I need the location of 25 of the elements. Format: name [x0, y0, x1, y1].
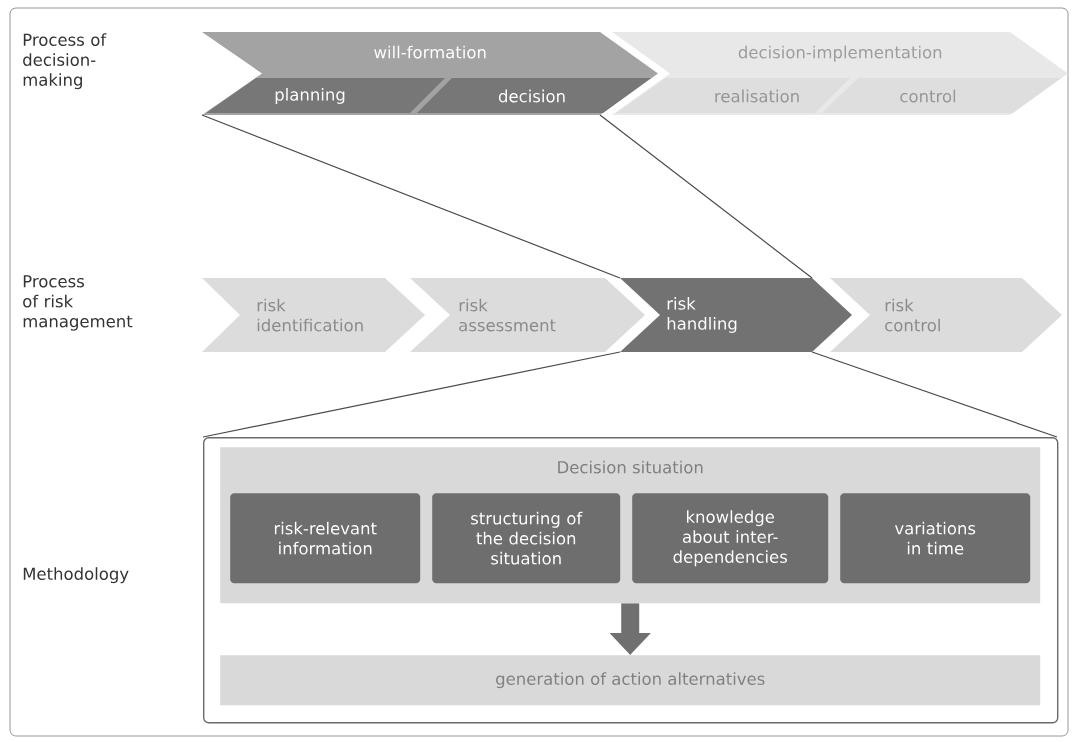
connector-line — [202, 351, 621, 438]
process-box: risk-relevant information — [230, 493, 421, 584]
process-stage: risk assessment — [410, 278, 645, 352]
node-label: realisation — [715, 89, 799, 103]
process-step: realisation — [616, 78, 850, 113]
connector-line — [201, 114, 621, 279]
node-label: planning — [275, 88, 345, 104]
outline-box — [203, 437, 1059, 724]
process-step: control — [822, 78, 1061, 113]
row-label: Process of decision-making — [23, 33, 107, 90]
process-box: structuring of the decision situation — [432, 493, 621, 584]
row-label: Process of risk management — [23, 275, 133, 331]
process-stage: risk identification — [202, 278, 425, 352]
node-label: control — [900, 89, 956, 103]
process-stage: risk control — [830, 278, 1062, 352]
process-stage: risk handling — [620, 278, 852, 352]
process-box: variations in time — [840, 493, 1031, 584]
process-step: planning — [206, 78, 445, 113]
node-label: decision — [498, 89, 565, 103]
process-step: decision — [417, 78, 651, 113]
connector-line — [811, 351, 1058, 438]
process-box: knowledge about inter-dependencies — [632, 493, 829, 584]
process-bar: generation of action alternatives — [220, 655, 1041, 706]
connector-line — [599, 114, 813, 279]
row-label: Methodology — [23, 567, 129, 584]
